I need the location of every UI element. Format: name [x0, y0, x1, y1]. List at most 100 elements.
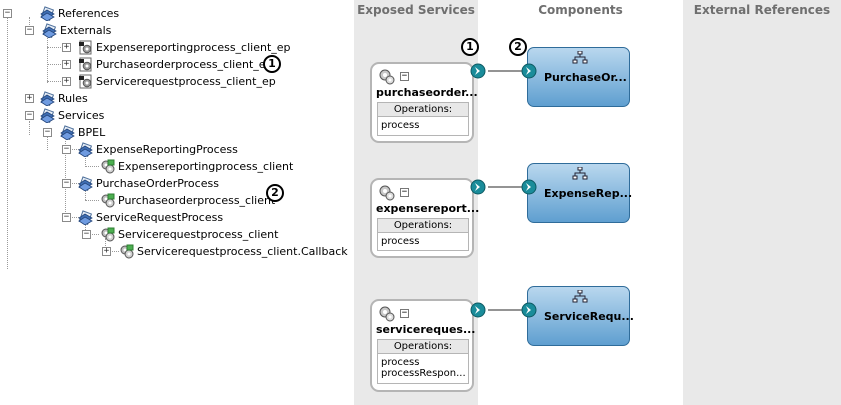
- toggle-externals[interactable]: −: [25, 25, 34, 35]
- toggle-rules[interactable]: +: [25, 93, 34, 103]
- service-endpoint-icon: [78, 57, 92, 72]
- operations-header: Operations:: [378, 340, 468, 354]
- tree-item-label: Servicerequestprocess_client.Callback: [137, 245, 348, 258]
- service-port-icon[interactable]: [470, 302, 486, 318]
- swimlane-external-references: External References: [683, 0, 841, 405]
- operation-item[interactable]: process: [381, 236, 420, 247]
- service-port-icon[interactable]: [470, 63, 486, 79]
- process-folder-icon: [78, 176, 93, 191]
- toggle-callback[interactable]: +: [102, 246, 111, 256]
- tree-item-label: Purchaseorderprocess_client: [118, 194, 276, 207]
- tree-item-bpel[interactable]: BPEL: [60, 124, 105, 141]
- tree-item-label: PurchaseOrderProcess: [96, 177, 219, 190]
- tree-item-purchase-process[interactable]: PurchaseOrderProcess: [78, 175, 219, 192]
- toggle-expense-process[interactable]: −: [62, 144, 71, 154]
- callout-one: 1: [263, 55, 281, 73]
- process-folder-icon: [78, 210, 93, 225]
- component-expensereport[interactable]: ExpenseRep...: [527, 163, 633, 223]
- gears-icon: [101, 227, 115, 242]
- tree-item-externals[interactable]: Externals: [42, 22, 111, 39]
- bpel-tree-icon: [572, 167, 588, 180]
- service-name: purchaseorder...: [376, 86, 478, 99]
- component-port-icon[interactable]: [521, 63, 537, 79]
- project-tree: − − + + + + − − − − − − + References Ext…: [0, 0, 350, 405]
- tree-item-service-client[interactable]: Servicerequestprocess_client: [100, 226, 278, 243]
- component-name: ExpenseRep...: [544, 187, 633, 200]
- tree-item-expense-ep[interactable]: Expensereportingprocess_client_ep: [78, 39, 291, 56]
- collapse-icon[interactable]: −: [400, 187, 409, 197]
- service-name: servicereques...: [376, 323, 476, 336]
- bpel-tree-icon: [572, 290, 588, 303]
- wires: [488, 70, 524, 311]
- exposed-service-purchaseorder[interactable]: − purchaseorder... Operations: process: [370, 62, 478, 143]
- toggle-purchase-process[interactable]: −: [62, 178, 71, 188]
- toggle-services[interactable]: −: [25, 110, 34, 120]
- callout-two: 2: [266, 184, 284, 202]
- toggle-purchase-ep[interactable]: +: [62, 59, 71, 69]
- operations-panel: Operations: process processRespon...: [377, 339, 469, 384]
- composite-editor: Exposed Services Components External Ref…: [354, 0, 841, 405]
- service-port-icon[interactable]: [470, 179, 486, 195]
- tree-item-expense-client[interactable]: Expensereportingprocess_client: [100, 158, 293, 175]
- gear-icon: [379, 69, 395, 85]
- gears-icon: [101, 193, 115, 208]
- rules-folder-icon: [40, 91, 55, 106]
- tree-item-service-ep[interactable]: Servicerequestprocess_client_ep: [78, 73, 276, 90]
- operation-item[interactable]: process: [381, 120, 420, 131]
- operations-header: Operations:: [378, 103, 468, 117]
- tree-item-service-process[interactable]: ServiceRequestProcess: [78, 209, 223, 226]
- tree-item-label: ExpenseReportingProcess: [96, 143, 238, 156]
- component-port-icon[interactable]: [521, 302, 537, 318]
- tree-item-label: Rules: [58, 92, 88, 105]
- component-port-icon[interactable]: [521, 179, 537, 195]
- service-endpoint-icon: [78, 74, 92, 89]
- toggle-expense-ep[interactable]: +: [62, 42, 71, 52]
- tree-item-label: Services: [58, 109, 105, 122]
- toggle-service-ep[interactable]: +: [62, 76, 71, 86]
- service-endpoint-icon: [78, 40, 92, 55]
- operations-header: Operations:: [378, 219, 468, 233]
- tree-item-references[interactable]: References: [40, 5, 119, 22]
- tree-item-label: ServiceRequestProcess: [96, 211, 224, 224]
- toggle-service-process[interactable]: −: [62, 212, 71, 222]
- toggle-service-client[interactable]: −: [82, 229, 91, 239]
- component-purchaseorder[interactable]: PurchaseOr...: [527, 47, 630, 107]
- operations-panel: Operations: process: [377, 218, 469, 251]
- tree-item-label: Expensereportingprocess_client: [118, 160, 294, 173]
- component-servicerequest[interactable]: ServiceRequ...: [527, 286, 634, 346]
- callout-one: 1: [461, 38, 479, 56]
- tree-item-purchase-ep[interactable]: Purchaseorderprocess_client_ep: [78, 56, 273, 73]
- callout-two: 2: [509, 38, 527, 56]
- services-folder-icon: [40, 108, 55, 123]
- tree-item-label: Servicerequestprocess_client: [118, 228, 279, 241]
- swimlane-header: Exposed Services: [357, 3, 475, 17]
- exposed-service-expensereport[interactable]: − expensereport... Operations: process: [370, 178, 479, 258]
- externals-folder-icon: [42, 23, 57, 38]
- collapse-icon[interactable]: −: [400, 308, 409, 318]
- gear-icon: [379, 185, 395, 201]
- exposed-service-servicerequest[interactable]: − servicereques... Operations: process p…: [370, 299, 476, 392]
- references-folder-icon: [40, 6, 55, 21]
- component-name: ServiceRequ...: [544, 310, 634, 323]
- gears-icon: [101, 159, 115, 174]
- component-name: PurchaseOr...: [544, 71, 627, 84]
- toggle-references[interactable]: −: [3, 8, 12, 18]
- toggle-bpel[interactable]: −: [43, 127, 52, 137]
- service-name: expensereport...: [376, 202, 480, 215]
- tree-item-label: Expensereportingprocess_client_ep: [96, 41, 291, 54]
- operations-panel: Operations: process: [377, 102, 469, 136]
- process-folder-icon: [78, 142, 93, 157]
- gears-icon: [120, 244, 134, 259]
- tree-item-expense-process[interactable]: ExpenseReportingProcess: [78, 141, 238, 158]
- operation-item[interactable]: processRespon...: [381, 368, 466, 379]
- tree-item-services[interactable]: Services: [40, 107, 104, 124]
- tree-item-rules[interactable]: Rules: [40, 90, 88, 107]
- operation-item[interactable]: process: [381, 357, 420, 368]
- swimlane-header: Components: [538, 3, 623, 17]
- collapse-icon[interactable]: −: [400, 71, 409, 81]
- tree-item-callback[interactable]: Servicerequestprocess_client.Callback: [119, 243, 348, 260]
- swimlane-header: External References: [693, 3, 831, 17]
- tree-item-purchase-client[interactable]: Purchaseorderprocess_client: [100, 192, 275, 209]
- tree-item-label: References: [58, 7, 120, 20]
- tree-item-label: Servicerequestprocess_client_ep: [96, 75, 276, 88]
